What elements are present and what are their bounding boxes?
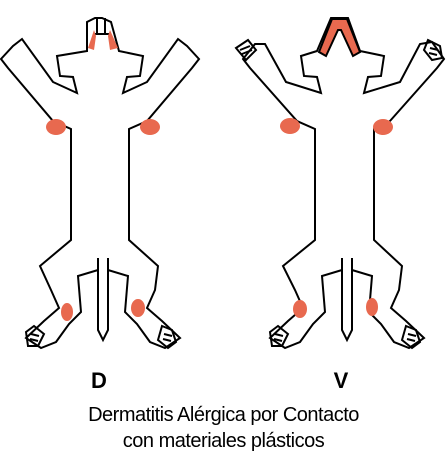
dorsal-tail-lines [97,258,109,270]
dorsal-right-knee-patch [131,299,145,317]
ventral-body-outline [241,17,446,350]
dorsal-left-foot-paw [24,324,46,347]
ventral-right-hand-paw [422,38,444,62]
dorsal-right-elbow-patch [140,119,160,135]
dorsal-left-elbow-patch [46,119,66,135]
dorsal-right-foot-paw [156,324,178,350]
dorsal-head-marks [93,18,110,35]
ventral-right-elbow-patch [373,119,393,135]
ventral-view-label: V [333,368,349,393]
ventral-left-foot-paw [268,324,290,347]
ventral-figure [234,17,446,350]
caption-line-2: con materiales plásticos [122,430,325,452]
ventral-tail-lines [341,258,353,270]
ventral-right-knee-patch [366,298,378,316]
ventral-left-knee-patch [293,300,307,318]
dorsal-figure [0,17,201,350]
caption-line-1: Dermatitis Alérgica por Contacto [88,404,359,426]
ventral-right-foot-paw [400,324,422,350]
dorsal-left-knee-patch [61,303,73,321]
ventral-left-hand-paw [234,38,258,62]
ventral-left-elbow-patch [280,118,300,134]
dorsal-body-outline [0,17,201,350]
dorsal-view-label: D [91,368,107,393]
ventral-head-patch [317,18,362,58]
dorsal-head-patch [88,30,118,50]
